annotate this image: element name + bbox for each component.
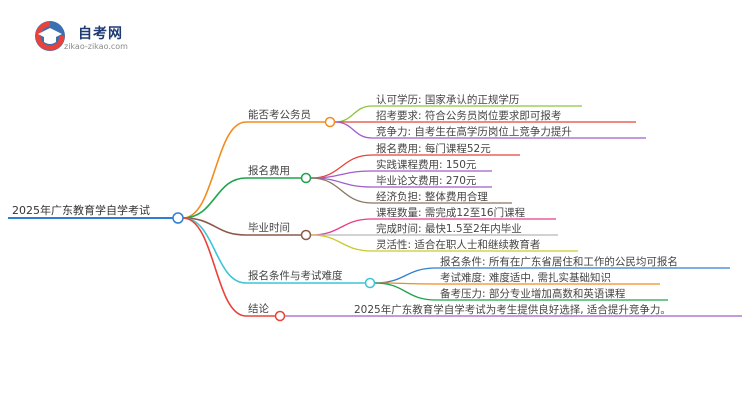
branch-label: 报名费用 <box>248 164 290 177</box>
leaf-connector <box>310 234 373 252</box>
branch-node-circle[interactable] <box>364 277 376 289</box>
leaf-connector <box>374 267 437 284</box>
leaf-connector <box>374 282 437 301</box>
leaf-label: 备考压力: 部分专业增加高数和英语课程 <box>440 287 626 300</box>
branch-connector <box>182 217 247 317</box>
leaf-label: 招考要求: 符合公务员岗位要求即可报考 <box>376 109 561 122</box>
leaf-label: 认可学历: 国家承认的正规学历 <box>376 93 519 106</box>
branch-connector <box>182 121 247 219</box>
leaf-label: 实践课程费用: 150元 <box>376 158 477 171</box>
graduation-cap-logo-icon <box>35 21 65 51</box>
branch-node-circle[interactable] <box>300 229 312 241</box>
leaf-label: 经济负担: 整体费用合理 <box>376 190 488 203</box>
leaf-label: 考试难度: 难度适中, 需扎实基础知识 <box>440 271 611 284</box>
logo-subtitle: zikao-zikao.com <box>64 42 128 51</box>
branch-node-circle[interactable] <box>274 310 286 322</box>
branch-label: 结论 <box>248 302 269 315</box>
leaf-label: 2025年广东教育学自学考试为考生提供良好选择, 适合提升竞争力。 <box>354 303 671 316</box>
leaf-connector <box>310 177 373 204</box>
leaf-label: 灵活性: 适合在职人士和继续教育者 <box>376 238 540 251</box>
leaf-connector <box>334 121 373 139</box>
branch-node-circle[interactable] <box>300 172 312 184</box>
leaf-connector <box>334 105 373 123</box>
leaf-label: 课程数量: 需完成12至16门课程 <box>376 206 526 219</box>
root-node-circle[interactable] <box>172 212 184 224</box>
leaf-label: 毕业论文费用: 270元 <box>376 174 477 187</box>
leaf-label: 竞争力: 自考生在高学历岗位上竞争力提升 <box>376 125 572 138</box>
leaf-label: 完成时间: 最快1.5至2年内毕业 <box>376 222 522 235</box>
root-label: 2025年广东教育学自学考试 <box>12 203 150 217</box>
mind-map-edges <box>8 105 742 317</box>
branch-label: 能否考公务员 <box>248 108 311 121</box>
branch-label: 毕业时间 <box>248 221 290 234</box>
branch-connector <box>182 217 247 284</box>
mind-map-nodes: 2025年广东教育学自学考试 能否考公务员 认可学历: 国家承认的正规学历招考要求:… <box>12 93 678 322</box>
branch-connector <box>182 217 247 236</box>
logo-title: 自考网 <box>78 26 123 42</box>
branch-node-circle[interactable] <box>324 116 336 128</box>
leaf-label: 报名条件: 所有在广东省居住和工作的公民均可报名 <box>440 255 678 268</box>
leaf-connector <box>310 218 373 236</box>
branch-connector <box>182 177 247 219</box>
site-logo[interactable] <box>30 18 150 54</box>
leaf-label: 报名费用: 每门课程52元 <box>376 142 491 155</box>
branch-label: 报名条件与考试难度 <box>248 269 343 282</box>
